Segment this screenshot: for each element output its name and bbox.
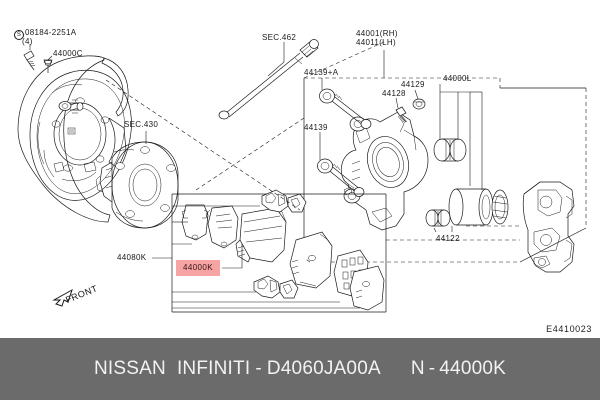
backing-plate-bolt-icons <box>23 50 53 73</box>
highlighted-part-callout[interactable]: 44000K <box>176 260 220 276</box>
footer-group-code: 44000K <box>439 358 506 379</box>
pad-retaining-clip-upper <box>261 189 307 213</box>
wheel-cylinder <box>58 99 84 114</box>
callout-pad-kit: 44080K <box>117 253 147 262</box>
washer-icon <box>43 59 53 73</box>
footer-content: NISSAN INFINITI - D4060JA00A N - 44000K <box>94 358 506 380</box>
assembly-guide-lines <box>105 79 520 263</box>
callout-pin-boot-a: 44139+A <box>304 68 339 77</box>
callout-caliper-rh: 44001(RH) <box>356 29 398 38</box>
caliper-group-box <box>303 41 587 263</box>
pad-kit-contents <box>181 189 385 311</box>
backing-plate-assembly <box>17 55 132 223</box>
shim-inner-small <box>181 204 209 241</box>
callout-sec-430: SEC.430 <box>124 120 159 129</box>
brand-nissan-label: NISSAN <box>94 358 166 379</box>
caliper-body <box>340 111 429 231</box>
drive-shaft <box>218 39 319 120</box>
callout-pin-boot: 44139 <box>304 123 328 132</box>
piston <box>448 188 494 226</box>
parts-diagram-canvas: .ln{fill:none;stroke:#1a1a1a;stroke-widt… <box>14 28 592 334</box>
callout-fastener-qty: (4) <box>22 37 33 46</box>
callout-bleeder: 44128 <box>382 89 406 98</box>
shim-outer <box>205 205 239 249</box>
brake-pad-outer <box>289 231 333 289</box>
footer-dash-2: - <box>428 358 436 379</box>
callout-sec-462: SEC.462 <box>262 33 297 42</box>
piston-seal-kit <box>425 138 509 227</box>
slide-pin-upper <box>319 88 372 129</box>
callout-plate-bolt: 44000C <box>53 49 83 58</box>
shim-plate-perforated-2 <box>349 265 385 311</box>
brake-pad-inner <box>235 207 287 263</box>
piston-seal-ring <box>491 189 509 225</box>
callout-fastener-spec-text: 08184-2251A <box>25 28 77 37</box>
bleeder-screw <box>395 106 408 124</box>
leader-lines <box>29 42 483 309</box>
pad-retaining-clip-lower <box>253 275 299 299</box>
dust-boot-upper <box>433 138 467 162</box>
slide-pin-lower <box>317 158 365 197</box>
callout-bleeder-cap: 44129 <box>401 80 425 89</box>
footer-dash-1: - <box>255 358 262 379</box>
front-direction-arrow-icon <box>52 288 73 307</box>
dust-boot-lower <box>425 209 451 227</box>
diagram-code: E4410023 <box>546 324 592 334</box>
ring-symbol-icon: S <box>14 30 24 40</box>
parts-diagram-illustration: .ln{fill:none;stroke:#1a1a1a;stroke-widt… <box>17 39 587 313</box>
footer-bar: NISSAN INFINITI - D4060JA00A N - 44000K <box>0 338 600 400</box>
brand-infiniti-label: INFINITI <box>176 358 251 379</box>
callout-piston-boot: 44122 <box>436 234 460 243</box>
bolt-icon <box>23 50 36 71</box>
wheel-hub-assembly <box>95 141 179 229</box>
bleeder-cap <box>412 98 426 110</box>
caliper-mounting-bracket <box>522 181 575 273</box>
footer-part-number: D4060JA00A <box>266 358 381 379</box>
footer-group-prefix: N <box>410 358 425 379</box>
callout-caliper-lh: 44011(LH) <box>356 38 396 47</box>
callout-seal-kit: 44000L <box>443 74 472 83</box>
